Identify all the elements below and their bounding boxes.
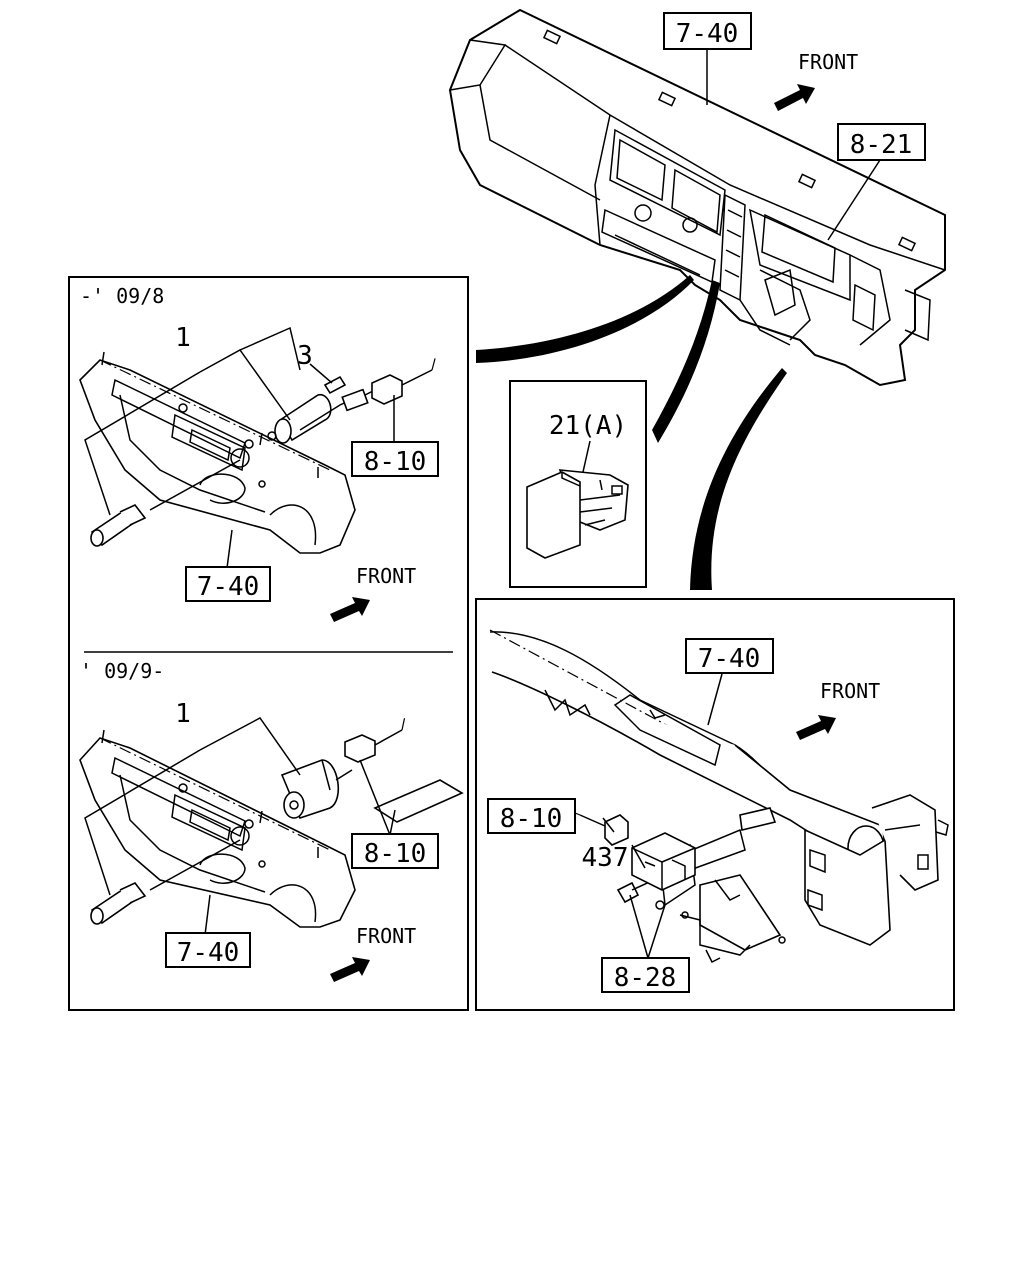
ref-right-connector: 8-10 — [500, 804, 563, 834]
upper-left-detail: -' 09/8 — [79, 284, 439, 622]
front-arrow-upper-left-icon — [330, 597, 370, 622]
callout-437: 437 — [582, 843, 629, 873]
front-arrow-lower-left-icon — [330, 957, 370, 982]
front-label-lower-left: FRONT — [356, 924, 416, 948]
label-dashboard-ref: 7-40 — [663, 12, 752, 105]
switch-detail: 21(A) — [509, 380, 647, 588]
period-upper: -' 09/8 — [80, 284, 164, 308]
ref-upper-panel: 7-40 — [197, 572, 260, 602]
left-detail-frame — [68, 276, 469, 1011]
leader-curve-right — [690, 368, 787, 590]
front-arrow-top-icon — [774, 84, 815, 111]
leader-curve-left — [476, 275, 694, 363]
callout-switch-21a: 21(A) — [549, 411, 627, 441]
front-arrow-right-icon — [796, 715, 836, 740]
label-cluster-ref: 8-21 — [827, 123, 926, 241]
front-label-right: FRONT — [820, 679, 880, 703]
lower-left-detail: ' 09/9- 1 — [79, 659, 464, 982]
ref-lower-connector: 8-10 — [364, 839, 427, 869]
period-lower: ' 09/9- — [80, 659, 164, 683]
front-label-upper-left: FRONT — [356, 564, 416, 588]
dashboard-illustration — [448, 8, 946, 387]
label-dashboard-ref-text: 7-40 — [676, 19, 739, 49]
leader-curve-middle — [652, 280, 720, 443]
callout-upper-3: 3 — [297, 341, 313, 371]
front-indicator-top: FRONT — [774, 50, 858, 111]
ref-right-bracket: 8-28 — [614, 963, 677, 993]
ref-upper-connector: 8-10 — [364, 447, 427, 477]
right-detail-frame — [475, 598, 955, 1011]
right-detail: 7-40 FRONT 8-10 437 8-28 — [475, 598, 955, 1011]
front-label-top: FRONT — [798, 50, 858, 74]
callout-upper-1: 1 — [175, 323, 191, 353]
ref-right-beam: 7-40 — [698, 644, 761, 674]
callout-lower-1: 1 — [175, 699, 191, 729]
label-cluster-ref-text: 8-21 — [850, 130, 913, 160]
ref-lower-panel: 7-40 — [177, 938, 240, 968]
